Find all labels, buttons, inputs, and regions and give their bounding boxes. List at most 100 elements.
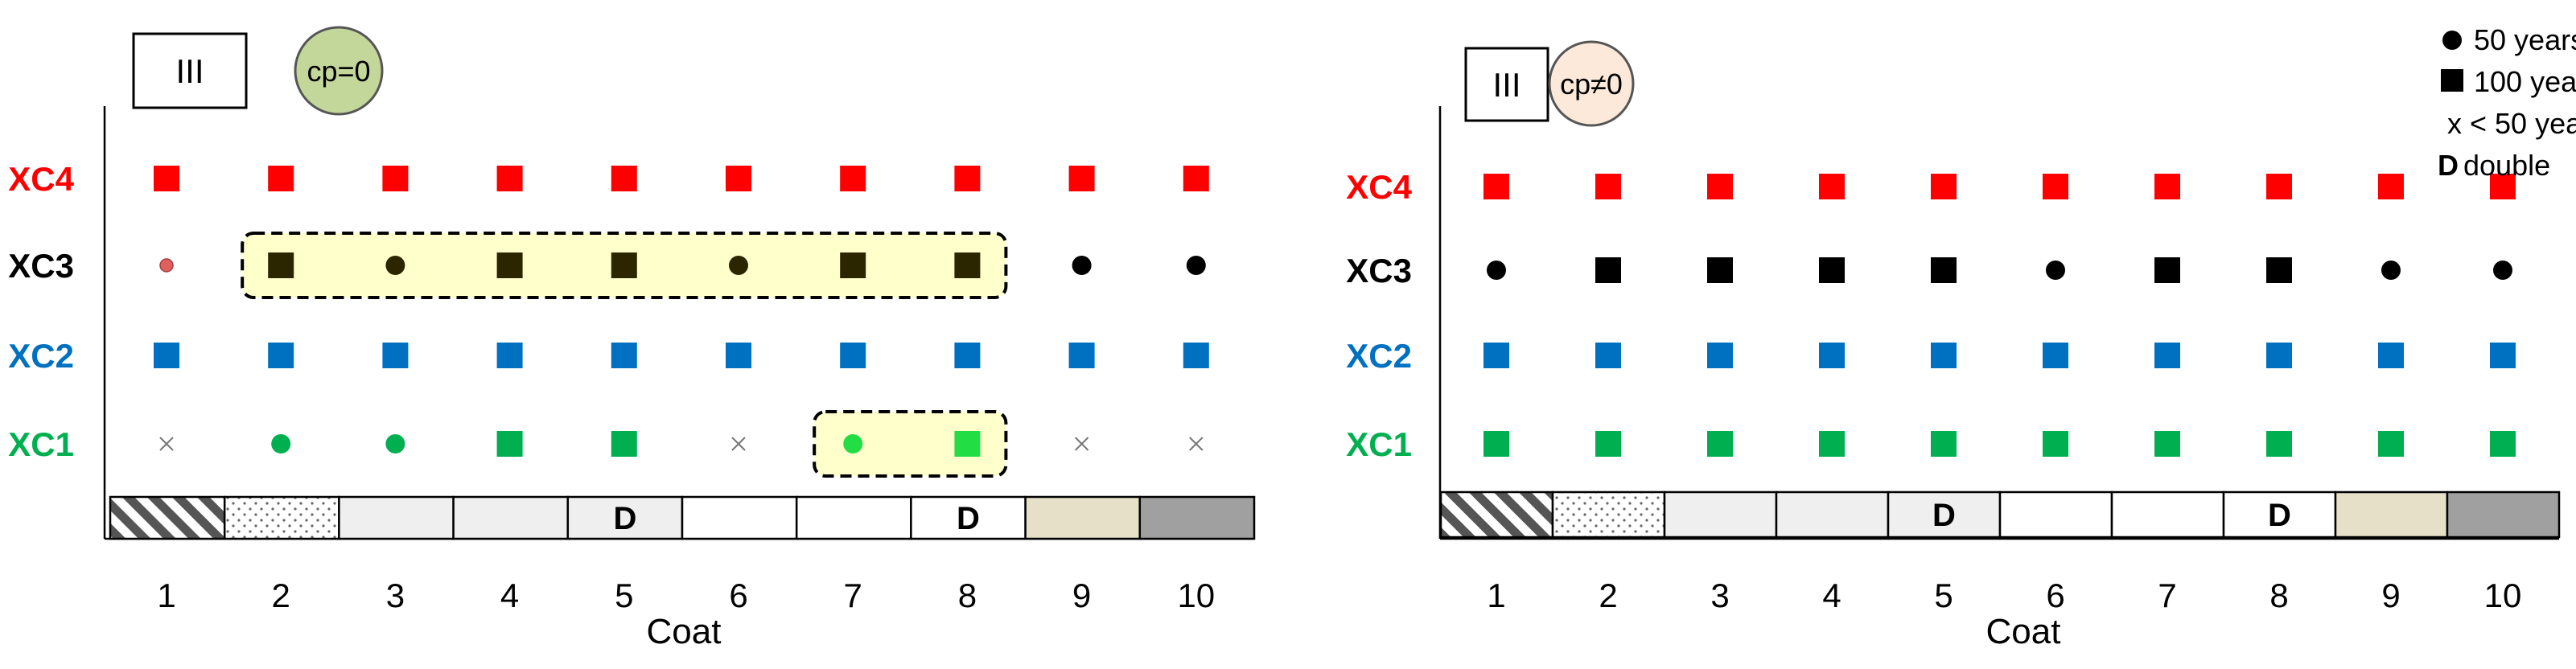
marker-square <box>1931 257 1957 283</box>
marker-square <box>1819 257 1845 283</box>
double-mark: D <box>1932 498 1956 533</box>
marker-square <box>1483 174 1509 199</box>
x-tick-label: 3 <box>1710 577 1729 614</box>
marker-square <box>2043 431 2068 457</box>
marker-square <box>2154 257 2180 283</box>
marker-square <box>840 252 866 278</box>
x-tick-label: 7 <box>2158 577 2176 614</box>
marker-square <box>1595 257 1621 283</box>
marker-circle <box>1487 261 1506 280</box>
marker-circle <box>2493 261 2512 280</box>
marker-circle <box>385 434 405 454</box>
marker-square <box>954 166 981 191</box>
x-tick-label: 4 <box>500 577 519 614</box>
legend-square-icon <box>2441 69 2463 92</box>
marker-circle <box>2381 261 2401 280</box>
coat-swatch-1 <box>1439 490 1554 539</box>
marker-x <box>1189 437 1204 451</box>
marker-square <box>1183 166 1209 191</box>
coat-swatch-10 <box>1138 495 1256 540</box>
marker-x <box>159 437 174 451</box>
legend-double-icon: D <box>2438 149 2459 182</box>
marker-square <box>726 166 751 191</box>
legend-label: x < 50 years <box>2447 107 2576 140</box>
row-label-xc1: XC1 <box>8 425 74 463</box>
marker-square <box>840 166 866 191</box>
legend-label: 100 years <box>2474 65 2576 98</box>
marker-square <box>268 166 294 191</box>
marker-circle <box>271 434 291 454</box>
x-tick-label: 2 <box>1599 577 1617 614</box>
marker-circle <box>385 256 405 275</box>
marker-square <box>1819 174 1845 199</box>
row-label-xc1: XC1 <box>1346 425 1412 463</box>
highlight-box <box>813 410 1008 478</box>
x-tick-label: 10 <box>1177 577 1215 614</box>
exposure-class-label: III <box>1492 66 1520 104</box>
coat-swatch-5: D <box>566 495 684 540</box>
coat-swatch-9 <box>1024 495 1142 540</box>
x-tick-label: 10 <box>2484 577 2522 614</box>
marker-square <box>154 343 179 368</box>
x-tick-label: 4 <box>1822 577 1841 614</box>
coat-swatch-3 <box>338 495 455 540</box>
condition-label: cp≠0 <box>1560 68 1623 101</box>
coat-swatch-6 <box>681 495 798 540</box>
marker-square <box>611 166 637 191</box>
coat-swatch-7 <box>2110 490 2225 539</box>
marker-square <box>2154 431 2180 457</box>
x-axis-title: Coat <box>647 612 722 651</box>
x-tick-label: 1 <box>157 577 175 614</box>
condition-label: cp=0 <box>307 55 370 88</box>
legend-item: 100 years <box>2441 65 2576 98</box>
coat-swatch-3 <box>1663 490 1778 539</box>
coat-swatch-10 <box>2446 490 2561 539</box>
legend-item: 50 years <box>2442 23 2576 56</box>
marker-square <box>2490 174 2516 199</box>
marker-square <box>2266 174 2292 199</box>
marker-square <box>268 252 294 278</box>
marker-square <box>726 343 751 368</box>
coat-swatch-6 <box>1998 490 2113 539</box>
marker-square <box>611 252 637 278</box>
marker-square <box>496 252 523 278</box>
marker-square <box>1595 174 1621 199</box>
marker-square <box>1595 343 1621 368</box>
double-mark: D <box>957 501 980 536</box>
marker-square <box>954 252 981 278</box>
x-axis-title: Coat <box>1986 612 2061 651</box>
marker-circle <box>729 256 748 275</box>
marker-square <box>611 431 637 457</box>
row-label-xc2: XC2 <box>1346 337 1412 375</box>
x-tick-label: 2 <box>272 577 290 614</box>
row-label-xc2: XC2 <box>8 337 74 375</box>
marker-square <box>1707 431 1733 457</box>
x-tick-label: 1 <box>1487 577 1505 614</box>
marker-square <box>1707 257 1733 283</box>
marker-square <box>1707 343 1733 368</box>
marker-square <box>1707 174 1733 199</box>
marker-square <box>2266 431 2292 457</box>
x-tick-label: 9 <box>2381 577 2400 614</box>
double-mark: D <box>2268 498 2291 533</box>
marker-x <box>1074 437 1089 451</box>
legend-label: 50 years <box>2474 23 2576 56</box>
marker-square <box>1819 343 1845 368</box>
double-mark: D <box>613 501 636 536</box>
marker-square <box>2490 343 2516 368</box>
marker-circle <box>2046 261 2065 280</box>
marker-square <box>1483 343 1509 368</box>
marker-square <box>1931 431 1957 457</box>
marker-square <box>2043 174 2068 199</box>
x-tick-label: 5 <box>1934 577 1953 614</box>
x-tick-label: 8 <box>2269 577 2288 614</box>
marker-square <box>1819 431 1845 457</box>
marker-square <box>2043 343 2068 368</box>
exposure-class-box: III <box>1464 47 1549 122</box>
marker-square <box>2266 343 2292 368</box>
exposure-class-label: III <box>175 52 204 90</box>
marker-square <box>1068 343 1095 368</box>
